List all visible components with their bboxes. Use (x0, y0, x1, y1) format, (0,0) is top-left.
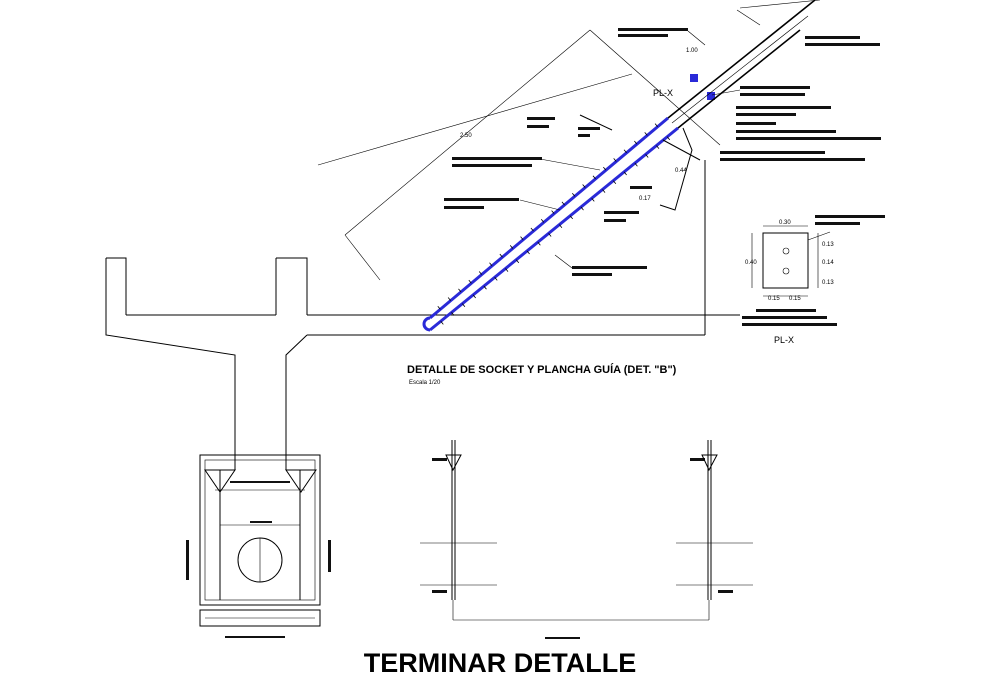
plate-v3: 0.13 (822, 280, 834, 286)
tie-tick (656, 145, 660, 149)
plate-v1: 0.13 (822, 242, 834, 248)
construction-lines (317, 0, 821, 281)
tie-tick (602, 189, 606, 193)
tie-tick (644, 132, 648, 136)
tie-tick (582, 184, 586, 188)
rebar-ties (437, 123, 671, 325)
abutment-outline (105, 160, 740, 455)
tie-tick (515, 259, 520, 264)
dim-long: 2.50 (460, 133, 472, 139)
tie-tick (666, 136, 671, 141)
tie-tick (478, 271, 483, 275)
tie-tick (437, 305, 441, 310)
socket-rebar (422, 74, 715, 332)
plate-detail (742, 215, 885, 326)
dim-upper: 1.00 (686, 48, 698, 54)
tie-tick (569, 215, 574, 220)
tension-rod (579, 0, 816, 211)
tie-tick (634, 140, 638, 145)
span-note (545, 637, 580, 639)
tie-tick (530, 227, 534, 232)
tie-tick (613, 158, 617, 162)
tie-tick (505, 268, 509, 272)
tie-tick (623, 171, 627, 176)
tie-tick (592, 175, 596, 180)
tie-tick (489, 262, 493, 267)
dim-017: 0.17 (639, 196, 651, 202)
detail-heading: DETALLE DE SOCKET Y PLANCHA GUÍA (DET. "… (407, 363, 677, 376)
tie-tick (548, 233, 552, 237)
plate-tag-top: PL-X (653, 88, 673, 98)
anchor-marker-1 (690, 74, 698, 82)
pier-section (186, 454, 331, 638)
tie-tick (559, 224, 563, 228)
detail-scale: Escala 1/20 (409, 380, 441, 386)
tie-tick (468, 279, 472, 284)
tie-tick (458, 288, 462, 293)
plate-tag-bottom: PL-X (774, 335, 794, 345)
tie-tick (520, 236, 524, 240)
tie-tick (447, 297, 452, 301)
tie-tick (551, 210, 555, 214)
page-title: TERMINAR DETALLE (364, 648, 636, 678)
tie-tick (537, 241, 541, 246)
plate-height: 0.40 (745, 260, 757, 266)
tie-tick (571, 192, 576, 197)
callout-notes (444, 28, 881, 276)
tie-tick (483, 285, 487, 290)
tie-tick (645, 154, 649, 158)
tie-tick (440, 320, 444, 325)
dim-044: 0.44 (675, 168, 687, 174)
post-elevation-left (420, 440, 497, 620)
tie-tick (499, 253, 503, 258)
tie-tick (612, 180, 617, 185)
tie-tick (451, 312, 455, 316)
tie-tick (526, 250, 530, 255)
tie-tick (591, 198, 595, 202)
tie-tick (580, 206, 584, 211)
tie-tick (654, 123, 658, 127)
tie-tick (509, 245, 514, 249)
tie-tick (472, 294, 476, 299)
post-elevation-right (676, 440, 753, 620)
tie-tick (462, 303, 466, 308)
tie-tick (634, 162, 638, 167)
tie-tick (623, 149, 627, 154)
plate-v2: 0.14 (822, 260, 834, 266)
plate-width: 0.30 (779, 220, 791, 226)
tie-tick (561, 201, 565, 206)
plate-h2: 0.15 (789, 296, 801, 302)
plate-h1: 0.15 (768, 296, 780, 302)
tie-tick (540, 219, 545, 223)
anchor-marker-2 (707, 92, 715, 100)
tie-tick (603, 166, 607, 171)
tie-tick (494, 277, 498, 281)
